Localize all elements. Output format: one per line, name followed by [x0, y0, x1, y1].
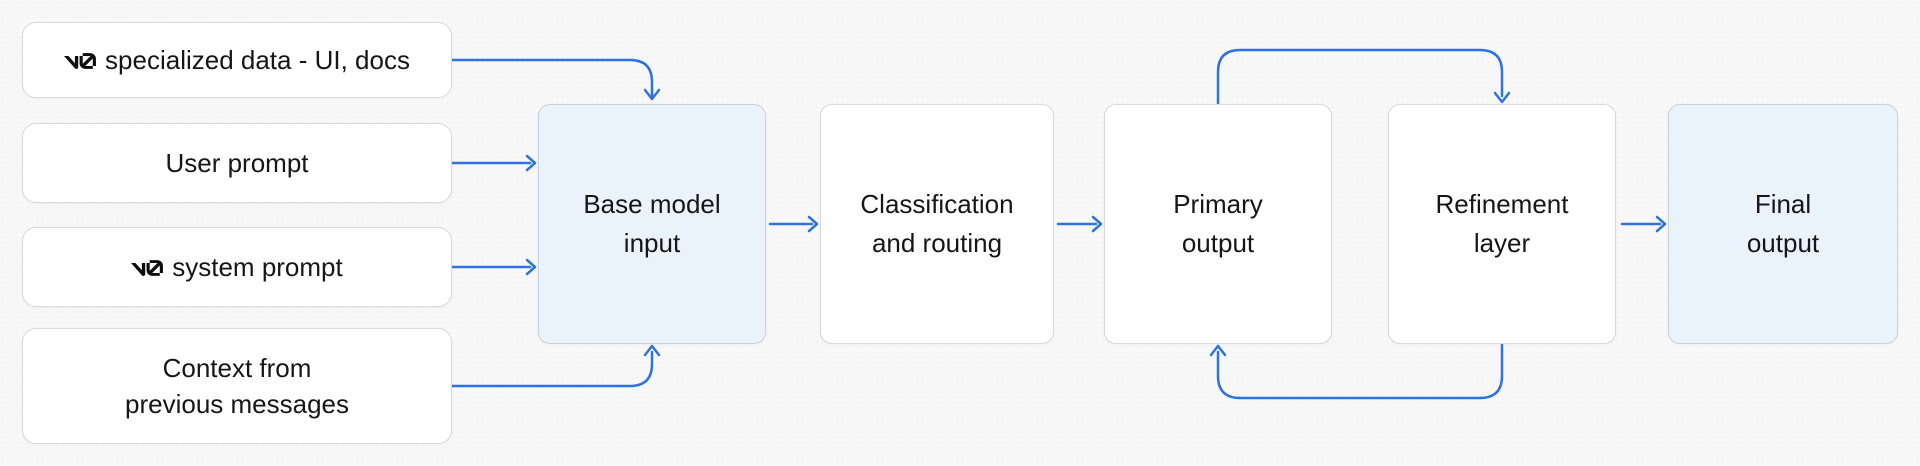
- stage-label: Classification and routing: [860, 189, 1014, 258]
- stage-label: Refinement layer: [1435, 189, 1569, 258]
- input-box-system-prompt: system prompt: [22, 227, 452, 307]
- stage-label: Primary output: [1173, 189, 1263, 258]
- input-box-specialized-data: specialized data - UI, docs: [22, 22, 452, 98]
- stage-base-model-input: Base model input: [538, 104, 766, 344]
- arrow-refinement-to-primary-bottom-loop: [1209, 343, 1504, 400]
- arrow-refinement-to-final: [1620, 215, 1667, 233]
- stage-final-output: Final output: [1668, 104, 1898, 344]
- stage-refinement-layer: Refinement layer: [1388, 104, 1616, 344]
- input-box-user-prompt: User prompt: [22, 123, 452, 203]
- arrow-user-prompt-to-base-model: [450, 154, 537, 172]
- arrow-classification-to-primary: [1056, 215, 1103, 233]
- v0-logo-icon: [131, 259, 164, 276]
- arrow-primary-to-refinement-top-loop: [1216, 48, 1511, 105]
- input-label-system-prompt: system prompt: [172, 252, 343, 282]
- stage-label: Final output: [1746, 189, 1820, 258]
- arrow-specialized-data-to-base-model: [450, 58, 661, 101]
- input-label-specialized-data: specialized data - UI, docs: [105, 45, 410, 75]
- v0-logo-icon: [64, 52, 96, 69]
- stage-primary-output: Primary output: [1104, 104, 1332, 344]
- arrow-context-to-base-model: [450, 344, 661, 388]
- arrow-system-prompt-to-base-model: [450, 258, 537, 276]
- input-label-context: Context from previous messages: [125, 353, 349, 419]
- stage-classification-routing: Classification and routing: [820, 104, 1054, 344]
- input-label-user-prompt: User prompt: [165, 148, 309, 178]
- arrow-base-model-to-classification: [768, 215, 819, 233]
- stage-label: Base model input: [583, 189, 721, 258]
- input-box-context-previous-messages: Context from previous messages: [22, 328, 452, 444]
